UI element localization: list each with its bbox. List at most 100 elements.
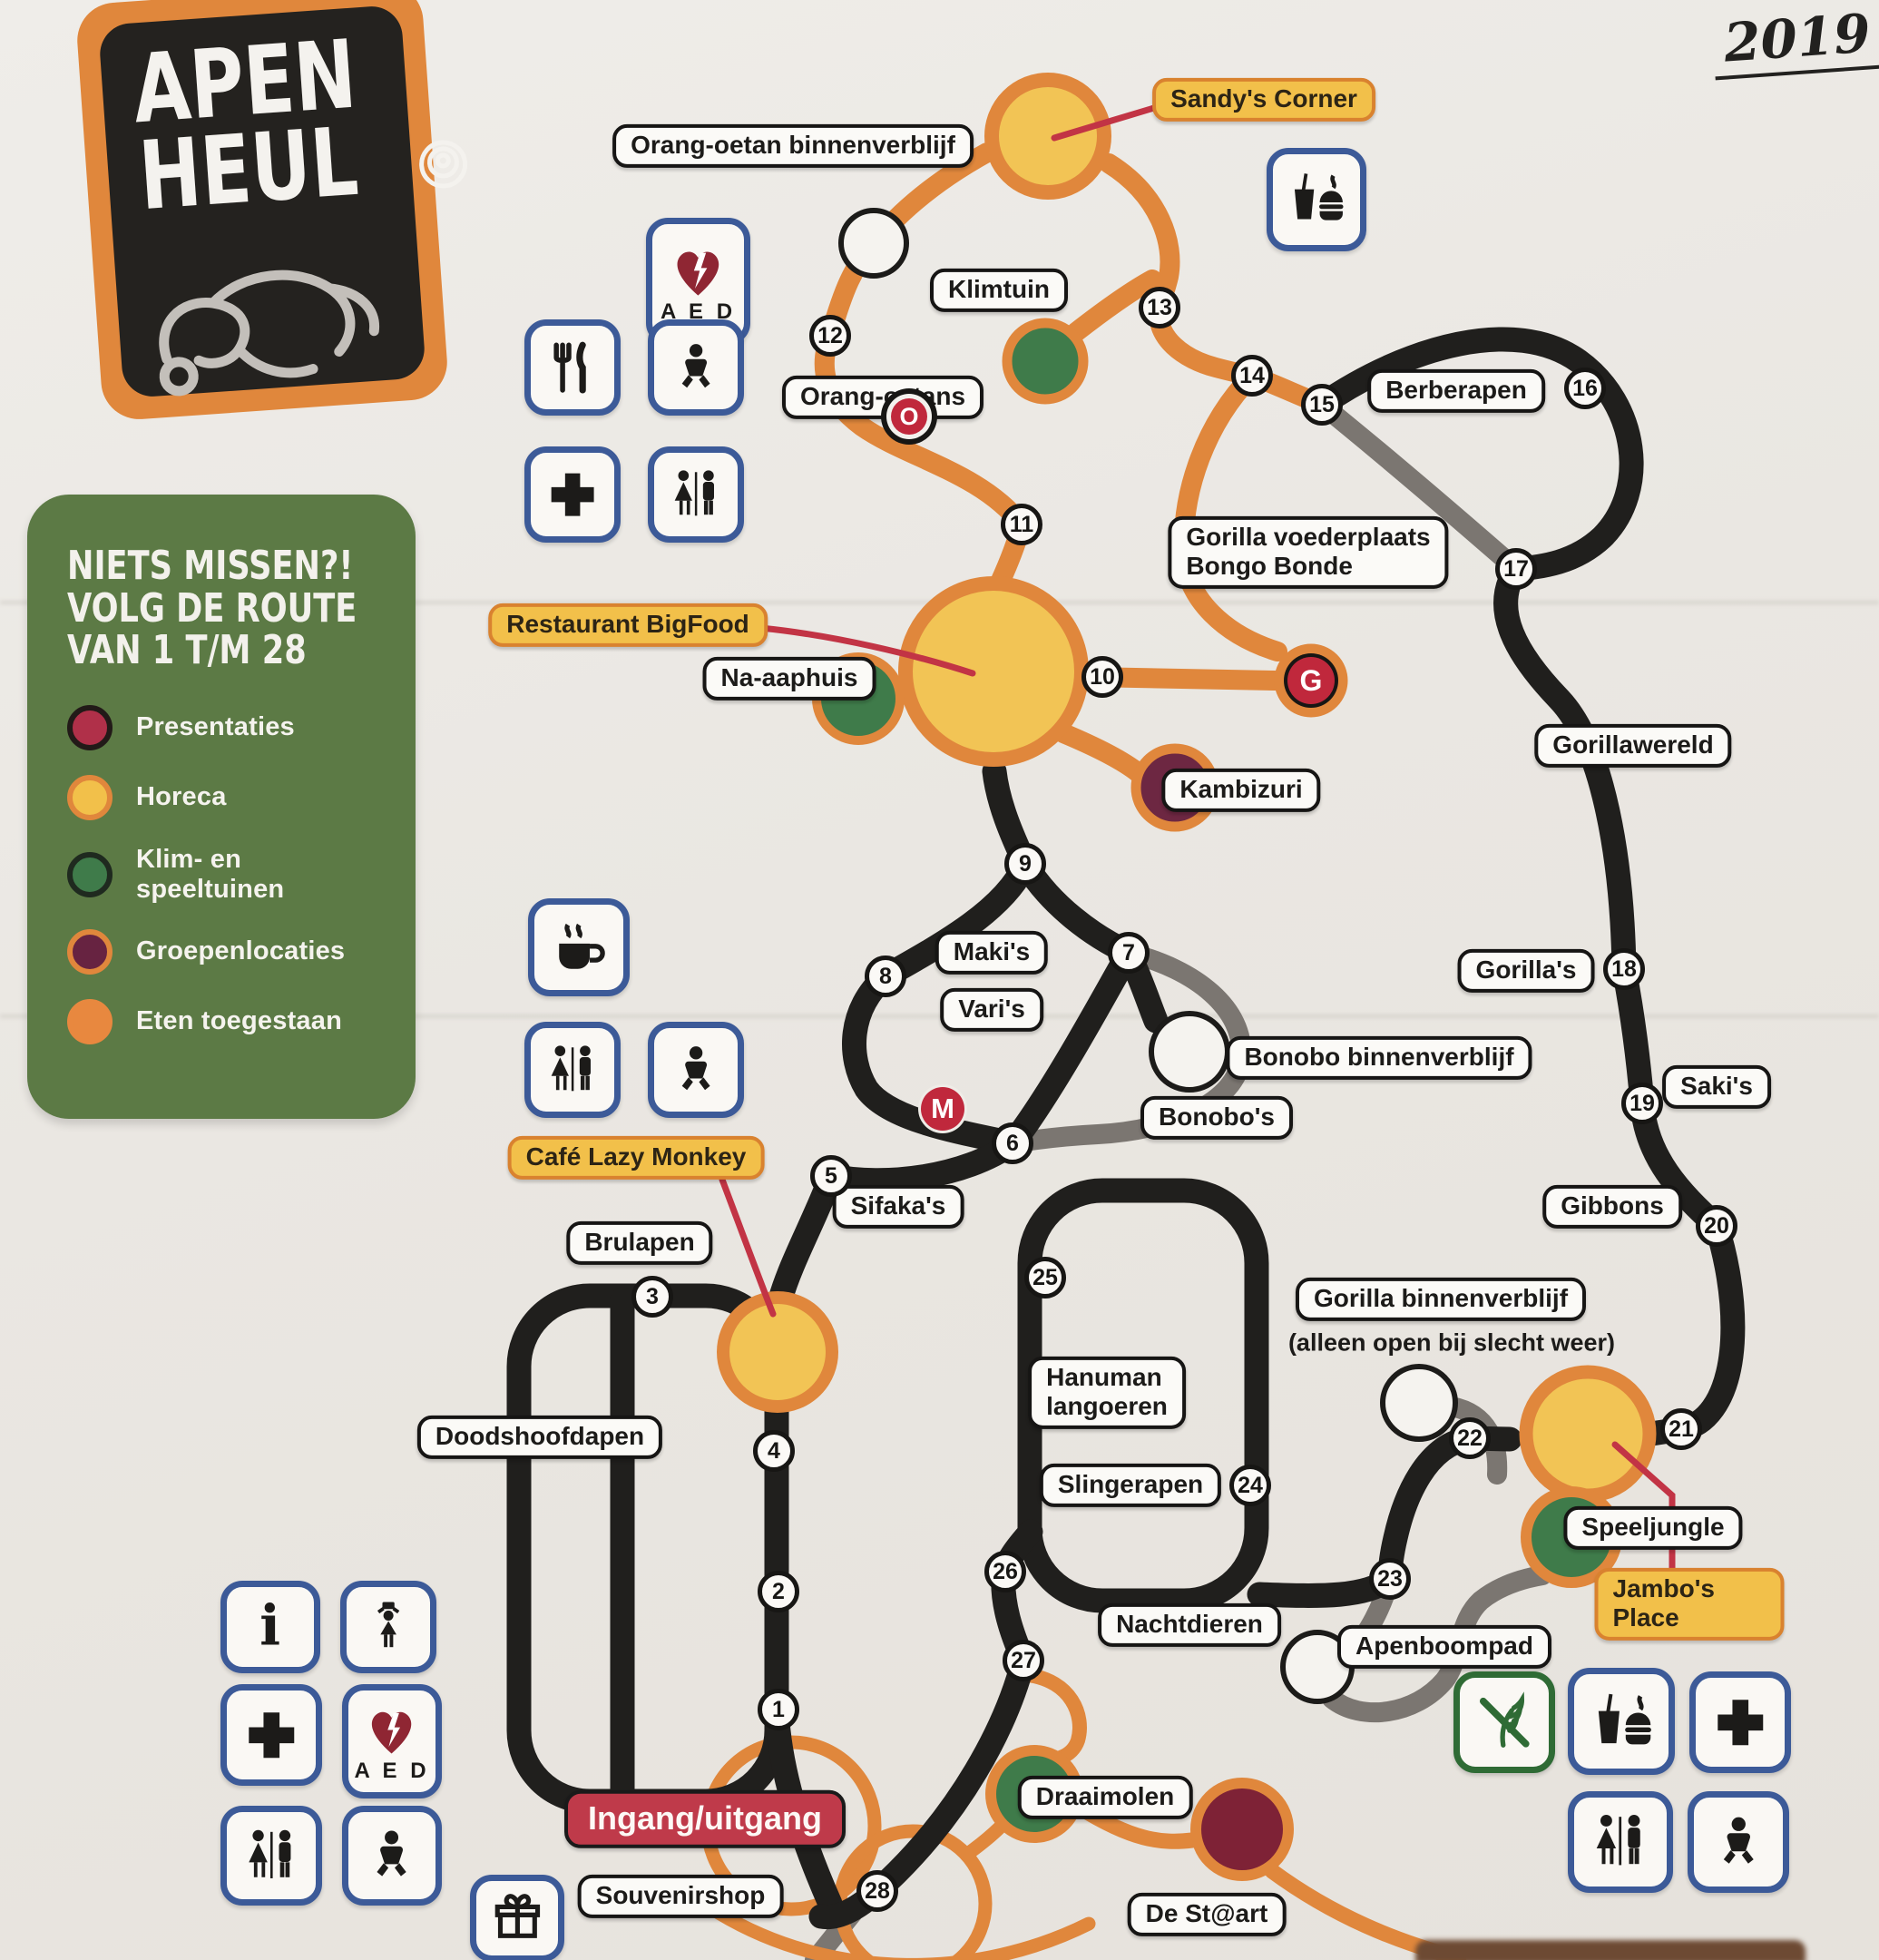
- photo-table-edge: [1415, 1940, 1806, 1960]
- klimtuin-speeltuin: [1002, 318, 1089, 405]
- baby-glyph: [681, 344, 710, 388]
- map-label-caf-lazy-monkey: Café Lazy Monkey: [507, 1135, 765, 1181]
- legend-title-line: NIETS MISSEN?!: [67, 543, 354, 589]
- photo-point-icon: [340, 1581, 436, 1673]
- svg-text:i: i: [260, 1595, 281, 1658]
- map-label-slingerapen: Slingerapen: [1039, 1463, 1222, 1508]
- aed-glyph: [372, 1712, 412, 1754]
- snackbar-icon: [1267, 148, 1366, 251]
- map-label-doodshoofdapen: Doodshoofdapen: [416, 1415, 663, 1460]
- legend-title-line: VOLG DE ROUTE: [67, 584, 357, 632]
- toilets-icon: [1568, 1791, 1673, 1893]
- cross-glyph: [249, 1712, 294, 1758]
- route-stop-1: 1: [758, 1689, 799, 1730]
- forkknife-glyph: [553, 341, 586, 394]
- wc-glyph: [1596, 1815, 1641, 1866]
- legend-item-klim-en-speeltuinen: Klim- en speeltuinen: [67, 845, 388, 905]
- coffee-icon: [528, 898, 630, 996]
- map-label-kambizuri: Kambizuri: [1161, 768, 1321, 813]
- route-stop-2: 2: [758, 1571, 799, 1612]
- toilets-icon: [648, 446, 744, 543]
- map-label-alleen-open-bij-slecht-weer: (alleen open bij slecht weer): [1287, 1328, 1616, 1357]
- map-label-na-aaphuis: Na-aaphuis: [702, 656, 876, 701]
- aed-icon: A E D: [342, 1684, 442, 1798]
- info-icon: i: [220, 1581, 320, 1673]
- legend-panel: NIETS MISSEN?! VOLG DE ROUTE VAN 1 T/M 2…: [27, 495, 416, 1119]
- legend-dot: [67, 928, 113, 975]
- route-stop-16: 16: [1564, 368, 1606, 409]
- toilets-icon: [220, 1806, 322, 1906]
- drinkburger-glyph: [1295, 173, 1344, 221]
- map-label-orang-oetans: Orang-oetans: [781, 375, 984, 420]
- map-label-vari-s: Vari's: [940, 987, 1043, 1033]
- map-label-gorilla-s: Gorilla's: [1457, 948, 1595, 994]
- coffee-glyph: [558, 923, 605, 969]
- route-stop-4: 4: [753, 1430, 795, 1472]
- route-stop-8: 8: [865, 956, 906, 997]
- map-label-de-st-art: De St@art: [1127, 1892, 1287, 1937]
- no-feeding-icon: [1453, 1671, 1555, 1773]
- wc-glyph: [249, 1829, 291, 1878]
- route-stop-25: 25: [1024, 1257, 1066, 1298]
- legend-item-eten-toegestaan: Eten toegestaan: [67, 998, 388, 1044]
- map-label-restaurant-bigfood: Restaurant BigFood: [488, 603, 768, 648]
- spiral-icon: [418, 139, 467, 188]
- legend-dot: [67, 774, 113, 820]
- legend-item-label: Groepenlocaties: [136, 936, 346, 966]
- map-label-brulapen: Brulapen: [566, 1220, 713, 1266]
- map-label-sandy-s-corner: Sandy's Corner: [1152, 77, 1375, 122]
- route-stop-22: 22: [1449, 1417, 1491, 1459]
- route-stop-19: 19: [1621, 1083, 1663, 1124]
- restaurant-icon: [524, 319, 621, 416]
- route-stop-6: 6: [992, 1122, 1033, 1164]
- legend-dot: [67, 851, 113, 897]
- info-glyph: i: [260, 1595, 281, 1658]
- route-stop-28: 28: [856, 1870, 898, 1912]
- route-stop-13: 13: [1139, 287, 1180, 328]
- map-label-maki-s: Maki's: [935, 930, 1049, 975]
- map-label-bonobo-binnenverblijf: Bonobo binnenverblijf: [1226, 1035, 1532, 1081]
- presentation-m-marker: M: [921, 1087, 964, 1131]
- baby-care-icon: [342, 1806, 442, 1906]
- baby-care-icon: [648, 319, 744, 416]
- baby-glyph: [1723, 1817, 1754, 1864]
- legend-title-line: VAN 1 T/M 28: [67, 627, 307, 674]
- legend-item-presentaties: Presentaties: [67, 704, 388, 750]
- monkey-icon: [159, 270, 380, 397]
- map-label-klimtuin: Klimtuin: [930, 268, 1068, 313]
- baby-care-icon: [1688, 1791, 1789, 1893]
- gift-shop-icon: [470, 1875, 564, 1960]
- route-stop-7: 7: [1108, 932, 1150, 974]
- map-label-nachtdieren: Nachtdieren: [1098, 1602, 1281, 1648]
- gift-glyph: [494, 1893, 540, 1938]
- route-stop-26: 26: [984, 1551, 1026, 1592]
- legend-item-label: Presentaties: [136, 712, 295, 742]
- legend-item-horeca: Horeca: [67, 774, 388, 820]
- de-staart-groepenlocatie: [1190, 1778, 1294, 1881]
- snackbar-icon: [1568, 1668, 1675, 1775]
- map-label-souvenirshop: Souvenirshop: [577, 1874, 784, 1919]
- legend-item-label: Eten toegestaan: [136, 1006, 342, 1036]
- legend-item-label: Klim- en speeltuinen: [136, 844, 285, 904]
- map-label-bonobo-s: Bonobo's: [1140, 1095, 1293, 1141]
- area-circles: [717, 73, 1657, 1881]
- route-stop-24: 24: [1229, 1465, 1271, 1506]
- legend-item-groepenlocaties: Groepenlocaties: [67, 928, 388, 975]
- gorilla-binnenverblijf-marker: [1380, 1364, 1458, 1442]
- presentation-o-marker: O: [891, 398, 927, 435]
- map-label-speeljungle: Speeljungle: [1563, 1505, 1743, 1551]
- cross-glyph: [1718, 1700, 1763, 1745]
- route-stop-12: 12: [809, 315, 851, 357]
- wc-glyph: [551, 1045, 591, 1092]
- cafe-lazy-monkey-horeca: [717, 1291, 838, 1413]
- toilets-icon: [524, 1022, 621, 1118]
- photo-glyph: [377, 1602, 400, 1648]
- legend-dot: [67, 998, 113, 1044]
- map-label-gorillawereld: Gorillawereld: [1534, 723, 1732, 769]
- map-label-saki-s: Saki's: [1662, 1064, 1771, 1110]
- wc-glyph: [674, 470, 714, 516]
- map-label-gorilla-voederplaats-bongo-bonde: Gorilla voederplaats Bongo Bonde: [1168, 515, 1449, 590]
